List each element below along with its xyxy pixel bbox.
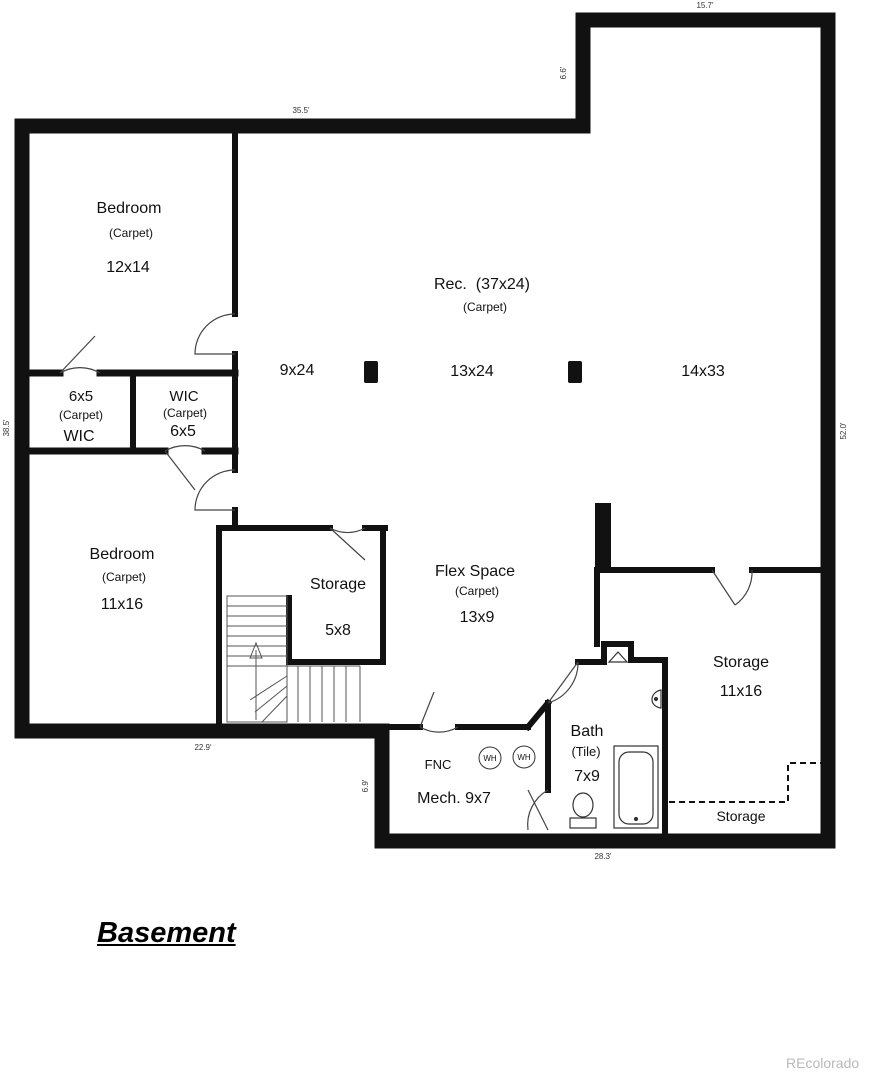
dimension-bottom-right: 28.3' — [594, 852, 612, 861]
storage-closet-outline — [669, 762, 821, 803]
bedroom1-name: Bedroom — [97, 200, 162, 217]
bedroom2-name: Bedroom — [90, 546, 155, 563]
dimension-bottom-left: 22.9' — [194, 743, 212, 752]
water-heater-1 — [478, 746, 502, 770]
rec-section-mid: 13x24 — [450, 363, 494, 380]
water-heater-1-label: WH — [483, 754, 497, 763]
dimension-top-left: 35.5' — [292, 106, 310, 115]
furnace-label: FNC — [425, 757, 452, 772]
dimension-right: 52.0' — [839, 422, 848, 440]
storage-closet-name: Storage — [716, 808, 765, 824]
storage-small-size: 5x8 — [325, 622, 351, 639]
rec-floor: (Carpet) — [463, 300, 507, 314]
watermark: REcolorado — [786, 1055, 860, 1071]
wall-column — [595, 503, 611, 567]
bedroom2-floor: (Carpet) — [102, 570, 146, 584]
wic-left-size: 6x5 — [69, 388, 93, 405]
wic-right-floor: (Carpet) — [163, 406, 207, 420]
wic-right-size: 6x5 — [170, 423, 196, 440]
water-heater-2-label: WH — [517, 753, 531, 762]
bedroom2-size: 11x16 — [101, 596, 144, 613]
dimension-top-right: 15.7' — [696, 1, 714, 10]
dimension-notch: 6.6' — [559, 66, 568, 79]
rec-name: Rec. (37x24) — [434, 276, 530, 293]
storage-small-name: Storage — [310, 576, 366, 593]
rec-section-right: 14x33 — [681, 363, 725, 380]
door-swings — [59, 313, 753, 831]
flex-floor: (Carpet) — [455, 584, 499, 598]
interior-walls — [25, 130, 824, 837]
wic-left-name: WIC — [63, 428, 94, 445]
flex-size: 13x9 — [460, 609, 495, 626]
storage-big-size: 11x16 — [720, 683, 763, 700]
wic-left-floor: (Carpet) — [59, 408, 103, 422]
bedroom1-size: 12x14 — [106, 259, 150, 276]
storage-big-name: Storage — [713, 654, 769, 671]
rec-post-right — [568, 361, 582, 383]
bath-fixtures — [569, 651, 662, 829]
bath-floor: (Tile) — [571, 744, 600, 759]
rec-post-left — [364, 361, 378, 383]
bath-size: 7x9 — [574, 768, 600, 785]
outer-wall — [14, 12, 836, 849]
staircase — [226, 595, 361, 723]
dimension-left: 38.5' — [2, 419, 11, 437]
mech-name: Mech. 9x7 — [417, 790, 491, 807]
water-heater-2 — [512, 745, 536, 769]
dimension-mech-height: 6.9' — [361, 779, 370, 792]
floor-title: Basement — [97, 917, 236, 949]
bath-name: Bath — [571, 723, 604, 740]
rec-section-left: 9x24 — [280, 362, 315, 379]
wic-right-name: WIC — [169, 388, 198, 405]
bedroom1-floor: (Carpet) — [109, 226, 153, 240]
flex-name: Flex Space — [435, 563, 515, 580]
